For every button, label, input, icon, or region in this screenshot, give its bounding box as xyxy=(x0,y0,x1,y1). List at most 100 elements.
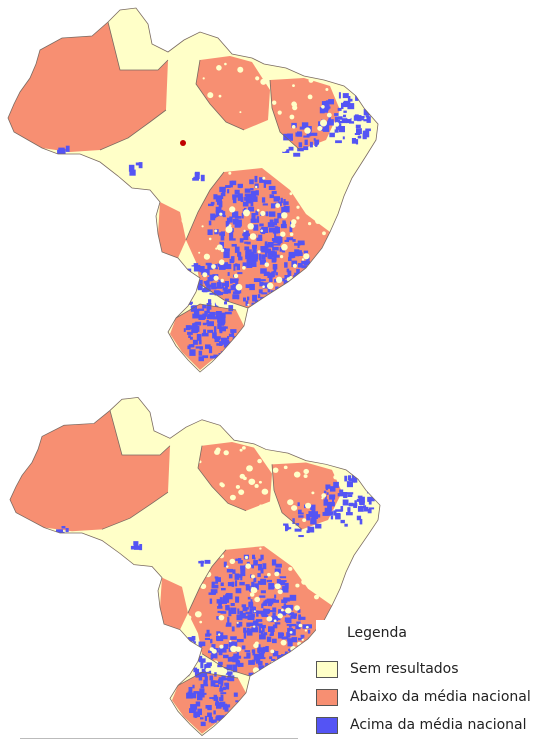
municipality-acima xyxy=(287,627,293,633)
municipality-acima xyxy=(211,313,216,318)
municipality-acima xyxy=(273,269,277,273)
municipality-sem-resultados xyxy=(211,264,216,269)
municipality-sem-resultados xyxy=(202,272,208,278)
municipality-sem-resultados xyxy=(205,667,210,672)
municipality-acima xyxy=(298,142,303,148)
municipality-sem-resultados xyxy=(253,610,256,613)
municipality-acima xyxy=(301,286,307,292)
municipality-acima xyxy=(272,307,278,312)
municipality-acima xyxy=(272,607,277,613)
municipality-sem-resultados xyxy=(181,217,188,224)
municipality-acima xyxy=(210,201,215,205)
municipality-acima xyxy=(283,279,289,285)
municipality-acima xyxy=(297,245,300,248)
municipality-acima xyxy=(182,297,189,302)
municipality-acima xyxy=(227,656,235,662)
municipality-acima xyxy=(268,626,275,632)
municipality-sem-resultados xyxy=(214,449,220,455)
municipality-acima xyxy=(199,672,203,676)
municipality-acima xyxy=(65,528,69,533)
municipality-acima xyxy=(332,496,334,503)
municipality-acima xyxy=(227,593,233,600)
municipality-acima xyxy=(252,196,258,202)
municipality-sem-resultados xyxy=(189,550,197,557)
municipality-acima xyxy=(59,148,66,156)
municipality-acima xyxy=(369,496,375,502)
municipality-acima xyxy=(298,279,306,285)
municipality-acima xyxy=(244,196,249,201)
municipality-acima xyxy=(337,107,342,111)
municipality-acima xyxy=(277,212,282,219)
municipality-sem-resultados xyxy=(220,278,224,283)
municipality-acima xyxy=(191,263,199,267)
municipality-acima xyxy=(227,616,230,623)
municipality-sem-resultados xyxy=(250,587,258,594)
brazil-outline-bottom xyxy=(9,397,381,737)
municipality-acima xyxy=(179,283,186,291)
municipality-acima xyxy=(200,174,205,182)
municipality-acima xyxy=(209,292,217,295)
municipality-acima xyxy=(204,715,207,721)
municipality-acima xyxy=(259,624,266,629)
municipality-acima xyxy=(207,712,212,717)
state-border xyxy=(199,283,249,309)
municipality-acima xyxy=(197,308,205,311)
municipality-acima xyxy=(246,241,251,245)
municipality-acima xyxy=(238,252,242,260)
municipality-acima xyxy=(280,223,287,229)
municipality-sem-resultados xyxy=(219,128,224,133)
municipality-acima xyxy=(263,307,270,311)
municipality-sem-resultados xyxy=(189,105,194,110)
municipality-sem-resultados xyxy=(287,499,294,506)
municipality-sem-resultados xyxy=(186,190,193,197)
municipality-acima xyxy=(355,503,358,507)
municipality-acima xyxy=(234,224,241,228)
municipality-sem-resultados xyxy=(185,509,189,513)
municipality-acima xyxy=(351,474,355,482)
municipality-acima xyxy=(198,643,203,648)
municipality-sem-resultados xyxy=(289,276,293,280)
municipality-acima xyxy=(232,218,239,225)
municipality-sem-resultados xyxy=(273,76,277,79)
municipality-acima xyxy=(253,625,258,632)
municipality-sem-resultados xyxy=(277,110,282,115)
municipality-acima xyxy=(225,220,230,227)
municipality-acima xyxy=(303,649,308,653)
municipality-acima xyxy=(248,622,254,627)
municipality-acima xyxy=(230,607,237,614)
municipality-acima xyxy=(244,241,248,244)
municipality-acima xyxy=(355,124,361,129)
municipality-acima xyxy=(257,623,263,627)
municipality-acima xyxy=(192,339,198,345)
municipality-acima xyxy=(218,603,222,609)
municipality-sem-resultados xyxy=(185,251,188,254)
municipality-acima xyxy=(324,507,329,515)
state-border xyxy=(271,464,303,530)
municipality-acima xyxy=(237,272,243,275)
municipality-acima xyxy=(219,687,224,692)
municipality-acima xyxy=(193,308,200,315)
municipality-acima xyxy=(249,262,253,265)
municipality-acima xyxy=(274,594,277,598)
municipality-acima xyxy=(301,265,308,269)
municipality-acima xyxy=(200,721,206,727)
municipality-acima xyxy=(263,271,270,276)
municipality-sem-resultados xyxy=(229,128,235,134)
municipality-sem-resultados xyxy=(255,146,263,154)
municipality-acima xyxy=(233,655,238,661)
municipality-acima xyxy=(273,196,280,202)
municipality-sem-resultados xyxy=(223,450,229,456)
municipality-acima xyxy=(196,334,202,341)
municipality-acima xyxy=(261,614,269,618)
municipality-sem-resultados xyxy=(219,166,223,171)
municipality-acima xyxy=(280,197,283,204)
municipality-acima xyxy=(270,630,274,636)
municipality-sem-resultados xyxy=(207,92,214,99)
municipality-acima xyxy=(244,650,251,653)
municipality-acima xyxy=(189,349,196,356)
municipality-acima xyxy=(271,676,278,680)
municipality-acima xyxy=(337,116,343,120)
municipality-acima xyxy=(259,634,266,640)
municipality-sem-resultados xyxy=(204,497,212,504)
municipality-acima xyxy=(273,243,281,246)
